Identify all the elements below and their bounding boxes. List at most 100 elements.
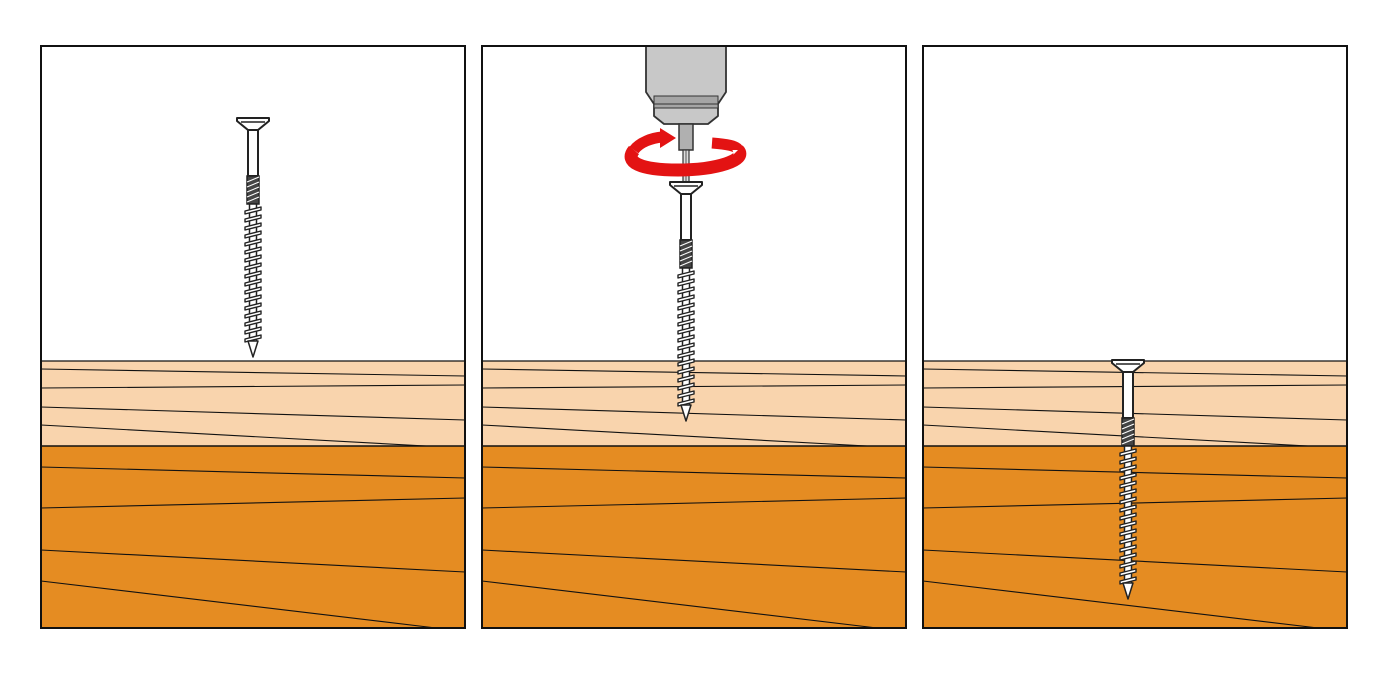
screw-thread — [244, 278, 262, 287]
screw-thread — [1119, 528, 1137, 537]
screw-thread — [244, 310, 262, 319]
screw-cutter-rib — [1121, 428, 1135, 435]
drill-chuck-band — [653, 95, 719, 109]
wood-grain-line — [481, 549, 907, 573]
screw-thread — [1119, 536, 1137, 545]
screw-cutter-rib — [1121, 418, 1135, 425]
screw-cutter-rib — [246, 196, 260, 203]
screw-thread — [244, 294, 262, 303]
softwood-layer — [41, 361, 465, 446]
screw-thread — [244, 246, 262, 255]
wood-grain-line — [40, 424, 427, 447]
screw-thread — [677, 294, 695, 303]
screw-cutter-rib — [679, 250, 693, 257]
panel-frame — [40, 45, 466, 629]
screw-thread — [1119, 488, 1137, 497]
screw-thread — [244, 262, 262, 271]
screw-thread — [244, 326, 262, 335]
screw-thread — [1119, 520, 1137, 529]
screw-thread — [1119, 512, 1137, 521]
wood-grain-line — [922, 580, 1319, 629]
wood-grain-line — [40, 384, 466, 389]
rotation-arrow-icon — [624, 128, 747, 177]
screw-cutter-rib — [679, 260, 693, 267]
hardwood-layer — [41, 446, 465, 628]
screw-icon — [1111, 359, 1145, 600]
screw-thread — [677, 366, 695, 375]
drill-chuck-body — [645, 45, 727, 125]
wood-grain-line — [481, 424, 868, 447]
screw-cutter-rib — [1121, 438, 1135, 445]
wood-grain-line — [481, 368, 907, 377]
screw-shank — [247, 129, 259, 177]
screw-thread — [1119, 448, 1137, 457]
screw-thread — [677, 382, 695, 391]
screw-thread — [1119, 496, 1137, 505]
softwood-layer — [482, 361, 906, 446]
wood-grain-line — [922, 368, 1348, 377]
screw-cutter-rib — [679, 255, 693, 262]
hardwood-layer — [482, 446, 906, 628]
wood-grain-line — [40, 368, 466, 377]
panels-layer — [40, 45, 1348, 629]
screw-thread — [677, 310, 695, 319]
screw-thread — [244, 270, 262, 279]
screw-thread — [244, 254, 262, 263]
wood-grain-line — [481, 497, 907, 509]
screw-thread — [244, 238, 262, 247]
screw-thread — [677, 318, 695, 327]
wood-grain-line — [40, 549, 466, 573]
screw-cutter-rib — [246, 186, 260, 193]
screw-thread — [677, 334, 695, 343]
screw-shank — [1122, 371, 1134, 419]
screw-cutter-rib — [246, 181, 260, 188]
screw-thread — [677, 278, 695, 287]
screw-thread — [244, 318, 262, 327]
screw-thread — [677, 374, 695, 383]
wood-grain-line — [40, 466, 466, 479]
screw-thread — [677, 326, 695, 335]
screw-icon — [669, 181, 703, 422]
screw-cutter-rib — [679, 245, 693, 252]
wood-grain-line — [922, 497, 1348, 509]
wood-grain-line — [481, 406, 907, 421]
screw-thread — [1119, 552, 1137, 561]
wood-grain-line — [481, 466, 907, 479]
screw-thread — [244, 214, 262, 223]
panel-frame — [922, 45, 1348, 629]
screw-thread — [677, 358, 695, 367]
wood-grain-line — [40, 406, 466, 421]
screw-thread — [1119, 472, 1137, 481]
rotation-arrow-back-left — [629, 131, 663, 154]
panel-sky — [923, 46, 1347, 361]
wood-grain-line — [481, 580, 878, 629]
wood-grain-line — [40, 497, 466, 509]
screw-tip — [680, 404, 692, 422]
step-panel-3 — [922, 45, 1348, 629]
screw-thread — [677, 302, 695, 311]
screw-thread — [1119, 464, 1137, 473]
screw-tip — [1122, 582, 1134, 600]
screw-thread — [244, 302, 262, 311]
screw-cutter-rib — [679, 240, 693, 247]
screw-cutter-rib — [1121, 433, 1135, 440]
screw-thread — [1119, 456, 1137, 465]
drill-bit-holder — [678, 123, 694, 151]
wood-grain-line — [922, 406, 1348, 421]
wood-grain-line — [922, 384, 1348, 389]
wood-grain-line — [922, 466, 1348, 479]
screw-thread — [1119, 568, 1137, 577]
wood-grain-line — [922, 424, 1309, 447]
screw-cutter-rib — [246, 191, 260, 198]
rotation-arrow-front — [624, 145, 747, 177]
softwood-layer — [923, 361, 1347, 446]
screw-thread — [244, 222, 262, 231]
screw-thread — [677, 350, 695, 359]
screw-cutter-rib — [1121, 423, 1135, 430]
screw-tip — [247, 340, 259, 358]
screw-thread — [677, 286, 695, 295]
screw-thread — [1119, 560, 1137, 569]
screw-thread — [677, 270, 695, 279]
screw-thread — [244, 286, 262, 295]
